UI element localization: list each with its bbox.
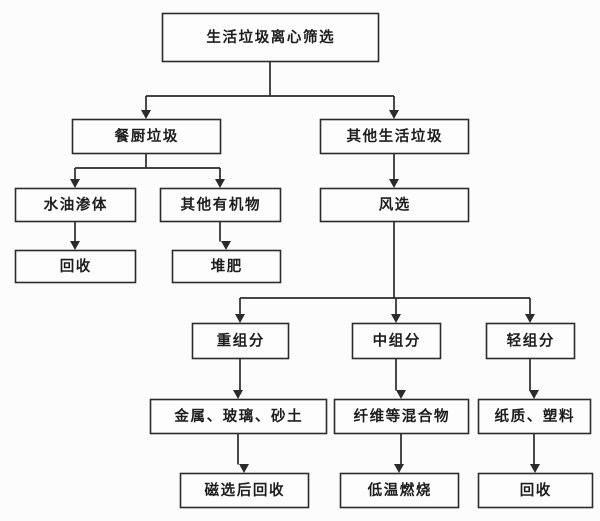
node-other-organics-box[interactable] [159,187,282,223]
edge-sorting-to-waste-types-arrowhead-0 [141,110,151,119]
edge-kitchen-to-organics-arrowhead-1 [215,179,225,188]
edge-layer [70,61,540,473]
node-metal-glass-sand-label: 金属、玻璃、砂土 [173,407,303,425]
node-metal-glass-sand-box[interactable] [149,398,328,435]
node-other-organics-label: 其他有机物 [181,196,262,214]
node-magnetic-recycle-box[interactable] [179,472,310,509]
node-water-oil-permeate-box[interactable] [14,187,137,223]
node-light-fraction-label: 轻组分 [507,332,555,350]
node-water-oil-permeate-label: 水油渗体 [44,196,108,214]
node-paper-plastic-label: 纸质、塑料 [495,407,576,425]
edge-metal-to-magnetic-arrowhead [239,464,249,473]
node-compost-label: 堆肥 [211,257,243,275]
node-other-domestic-waste-box[interactable] [319,118,470,155]
node-kitchen-waste-label: 餐厨垃圾 [115,127,179,145]
node-medium-fraction[interactable]: 中组分 [351,322,442,360]
node-air-separation[interactable]: 风选 [319,187,470,223]
edge-heavy-to-metal [233,358,243,399]
edge-sorting-to-waste-types-arrowhead-1 [389,110,399,119]
edge-light-to-paper-arrowhead [529,390,539,399]
node-kitchen-waste[interactable]: 餐厨垃圾 [71,118,222,155]
node-low-temp-combustion[interactable]: 低温燃烧 [339,472,460,509]
node-other-domestic-waste[interactable]: 其他生活垃圾 [319,118,470,155]
node-recycle-right[interactable]: 回收 [477,472,594,509]
node-light-fraction[interactable]: 轻组分 [485,322,576,360]
edge-permeate-to-recycle [70,221,80,250]
node-fiber-mixture-label: 纤维等混合物 [353,407,450,425]
node-air-separation-label: 风选 [379,196,411,214]
node-paper-plastic-box[interactable] [477,398,592,435]
node-fiber-mixture-box[interactable] [333,398,470,435]
node-centrifugal-screening-label: 生活垃圾离心筛选 [206,28,335,46]
node-low-temp-combustion-label: 低温燃烧 [367,481,432,499]
edge-permeate-to-recycle-arrowhead [70,241,80,250]
edge-airsort-to-fractions-arrowhead-2 [525,314,535,323]
node-centrifugal-screening[interactable]: 生活垃圾离心筛选 [161,12,380,63]
edge-kitchen-to-organics [70,153,225,188]
node-compost-box[interactable] [171,249,282,284]
node-fiber-mixture[interactable]: 纤维等混合物 [333,398,470,435]
edge-fiber-to-burn-arrowhead [394,464,404,473]
node-other-domestic-waste-label: 其他生活垃圾 [346,127,443,145]
node-magnetic-recycle[interactable]: 磁选后回收 [179,472,310,509]
node-heavy-fraction-box[interactable] [191,322,290,360]
node-compost[interactable]: 堆肥 [171,249,282,284]
edge-otherwaste-to-airsort-arrowhead [389,179,399,188]
node-magnetic-recycle-label: 磁选后回收 [205,481,286,499]
edge-organics-to-compost-arrowhead [221,241,231,250]
node-centrifugal-screening-box[interactable] [161,12,380,63]
node-air-separation-box[interactable] [319,187,470,223]
node-water-oil-permeate[interactable]: 水油渗体 [14,187,137,223]
edge-airsort-to-fractions-arrowhead-0 [235,314,245,323]
node-recycle-left-box[interactable] [14,249,137,284]
edge-otherwaste-to-airsort [389,153,399,188]
node-recycle-left[interactable]: 回收 [14,249,137,284]
edge-kitchen-to-organics-arrowhead-0 [70,179,80,188]
edge-airsort-to-fractions [235,221,535,323]
edge-paper-to-recycle-arrowhead [530,464,540,473]
node-recycle-right-label: 回收 [520,481,552,499]
edge-heavy-to-metal-arrowhead [233,390,243,399]
edge-sorting-to-waste-types [141,61,399,119]
node-other-organics[interactable]: 其他有机物 [159,187,282,223]
node-heavy-fraction-label: 重组分 [217,332,265,350]
edge-medium-to-fiber [395,358,406,399]
node-light-fraction-box[interactable] [485,322,576,360]
edge-metal-to-magnetic [237,433,249,473]
edge-organics-to-compost [219,221,231,250]
node-medium-fraction-box[interactable] [351,322,442,360]
node-recycle-right-box[interactable] [477,472,594,509]
node-recycle-left-label: 回收 [60,257,92,275]
edge-paper-to-recycle [530,433,540,473]
node-low-temp-combustion-box[interactable] [339,472,460,509]
edge-airsort-to-fractions-arrowhead-1 [391,314,401,323]
edge-medium-to-fiber-arrowhead [396,390,406,399]
node-paper-plastic[interactable]: 纸质、塑料 [477,398,592,435]
edge-fiber-to-burn [394,433,404,473]
node-heavy-fraction[interactable]: 重组分 [191,322,290,360]
node-medium-fraction-label: 中组分 [373,332,421,350]
node-kitchen-waste-box[interactable] [71,118,222,155]
node-metal-glass-sand[interactable]: 金属、玻璃、砂土 [149,398,328,435]
edge-light-to-paper [529,358,539,399]
